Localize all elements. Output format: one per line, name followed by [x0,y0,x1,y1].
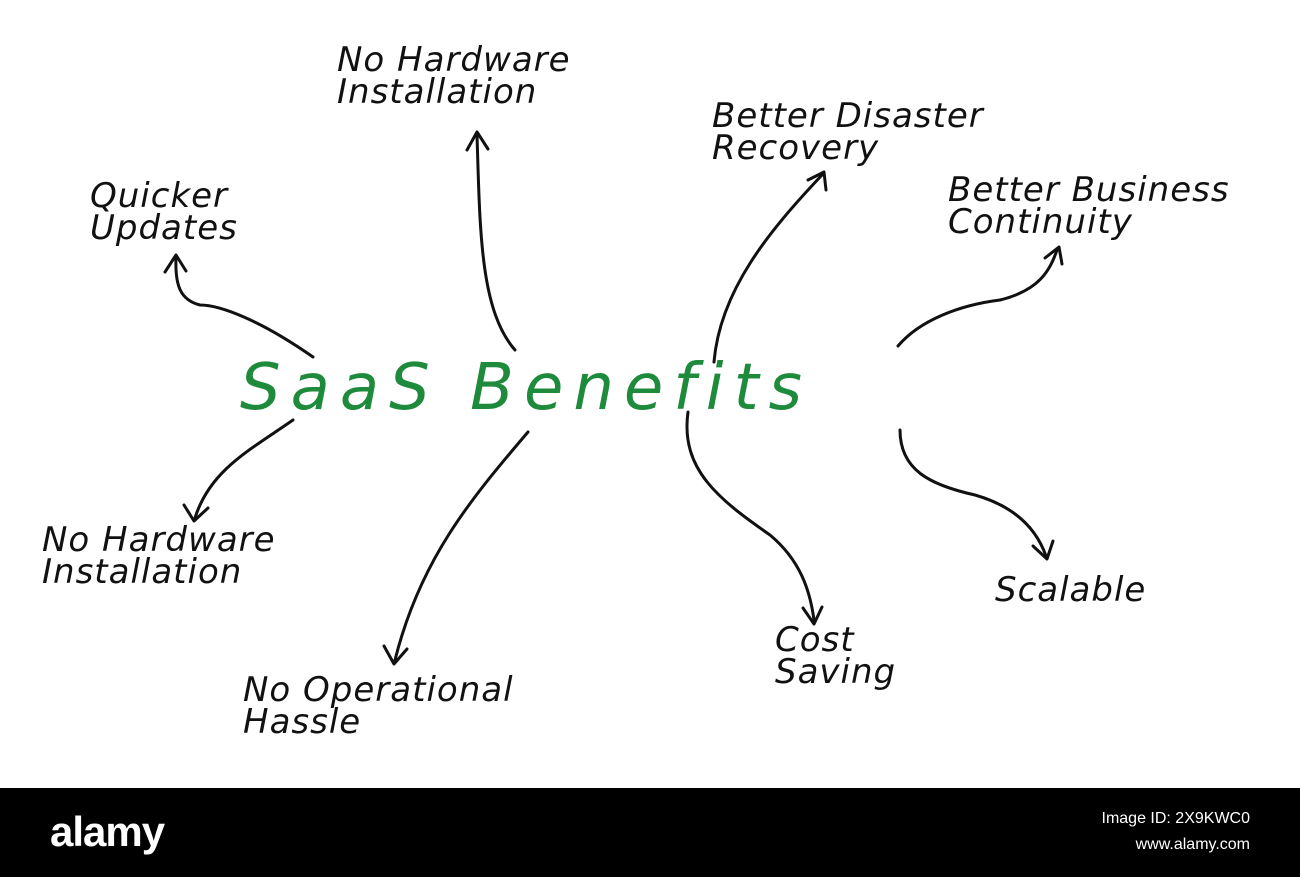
image-id-text: Image ID: 2X9KWC0 [1101,810,1251,827]
footer-bar: alamy Image ID: 2X9KWC0 www.alamy.com [0,788,1300,877]
arrows-layer [163,130,1064,666]
benefit-label-cost-saving: Cost Saving [775,620,897,692]
benefit-label-no-operational-hassle: No Operational Hassle [243,670,514,742]
arrow-to-quicker-updates [163,253,315,359]
benefit-label-better-disaster-recovery: Better Disaster Recovery [712,96,984,168]
benefit-label-quicker-updates: Quicker Updates [90,176,238,248]
image-credit: Image ID: 2X9KWC0 www.alamy.com [1102,806,1251,858]
benefit-label-better-business-continuity: Better Business Continuity [948,170,1230,242]
arrow-to-scalable [898,428,1055,561]
brand-logo: alamy [50,808,165,855]
arrow-to-no-hardware-installation-top [465,130,517,352]
diagram-title: SaaS Benefits [240,351,812,425]
arrow-to-no-operational-hassle [382,430,530,666]
arrow-to-better-business-continuity [896,245,1064,348]
arrow-to-cost-saving [685,410,824,626]
benefit-label-no-hardware-installation-top: No Hardware Installation [337,40,571,112]
diagram-canvas: SaaS Benefits No Hardware Installation Q… [42,40,1230,742]
arrow-to-better-disaster-recovery [712,170,828,364]
site-url: www.alamy.com [1135,836,1250,853]
benefit-label-no-hardware-installation-left: No Hardware Installation [42,520,276,592]
benefit-label-scalable: Scalable [995,570,1147,610]
arrow-to-no-hardware-installation-left [182,418,295,523]
